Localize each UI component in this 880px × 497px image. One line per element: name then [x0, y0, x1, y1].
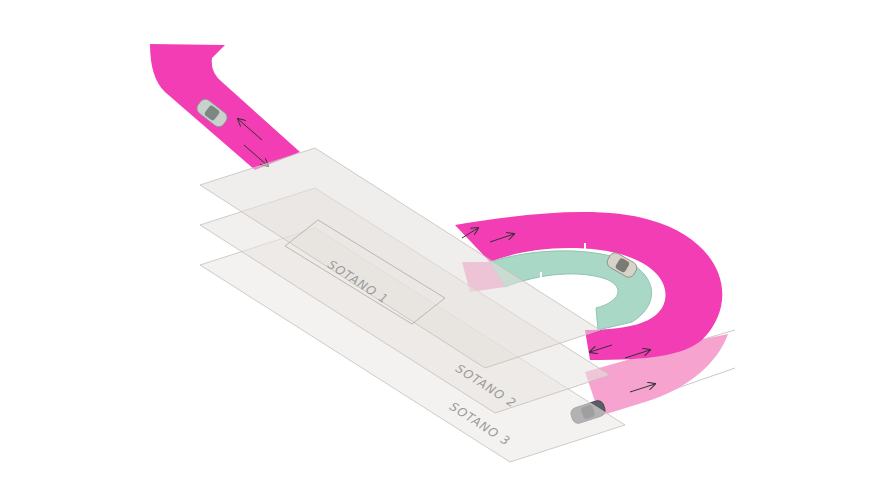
direction-arrow: [238, 119, 262, 140]
guide-line: [590, 330, 735, 372]
pedestrian: [584, 243, 586, 250]
car: [194, 97, 229, 129]
level-plane: SOTANO 1: [200, 148, 600, 368]
plane-shape: [200, 148, 600, 368]
guide-line: [600, 368, 735, 415]
pedestrian: [592, 316, 594, 323]
exit-ramp: [150, 44, 300, 170]
direction-arrow: [490, 234, 514, 242]
direction-arrow: [462, 228, 478, 238]
direction-arrow: [625, 350, 650, 358]
car: [605, 251, 639, 280]
plane-polygon: [200, 228, 625, 462]
pedestrian: [540, 272, 542, 279]
direction-arrow: [630, 384, 655, 392]
direction-arrow: [590, 345, 612, 352]
direction-arrow: [244, 145, 268, 166]
